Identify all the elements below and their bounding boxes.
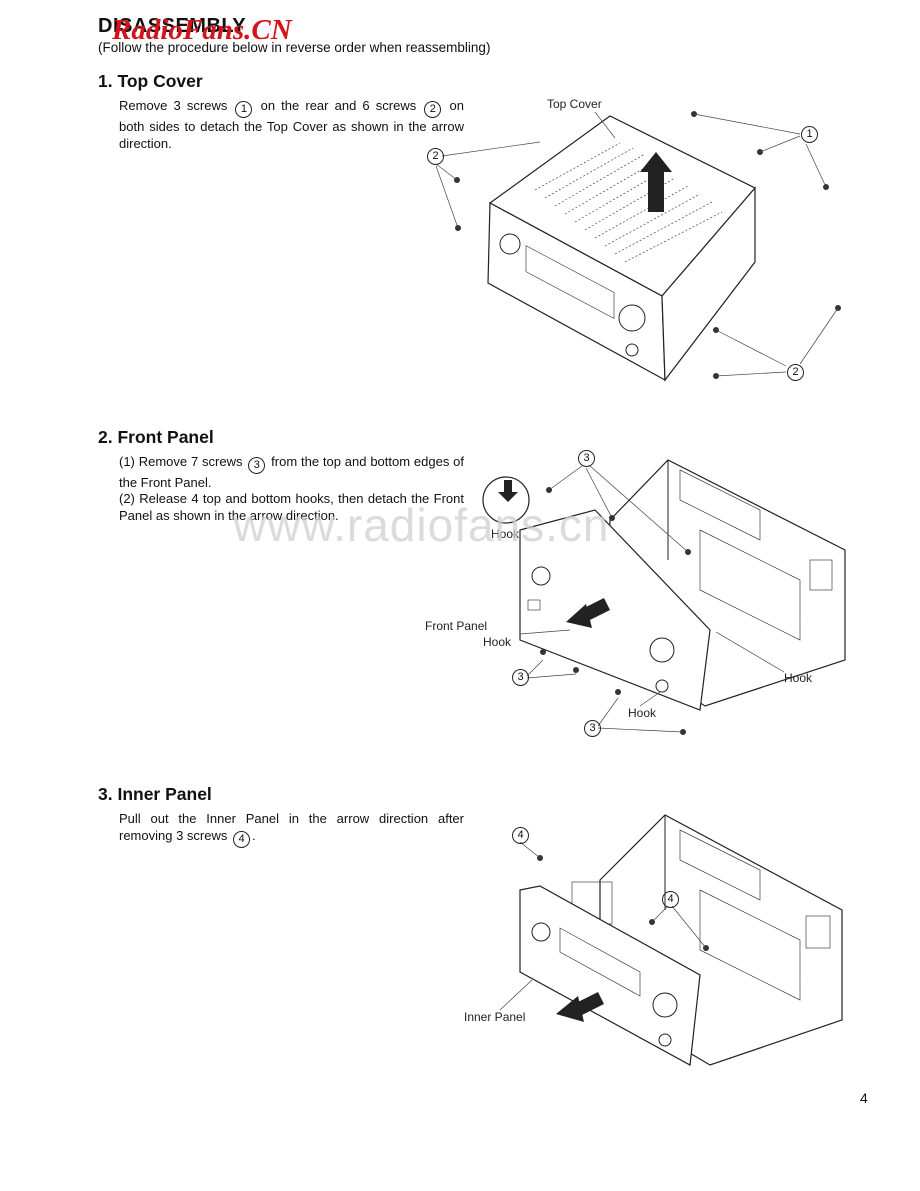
step-number: (2): [119, 491, 135, 506]
step-2-text: (2) Release 4 top and bottom hooks, then…: [119, 490, 464, 524]
callout-hook: Hook: [483, 635, 512, 649]
section-text-top-cover: Remove 3 screws 1 on the rear and 6 scre…: [119, 97, 464, 152]
text-fragment: Pull out the Inner Panel in the arrow di…: [119, 811, 464, 843]
page-number: 4: [860, 1090, 868, 1106]
text-fragment: on the rear and 6 screws: [260, 98, 417, 113]
page-title: DISASSEMBLY: [98, 15, 247, 37]
text-fragment: from the top and bottom edges of the Fro…: [119, 454, 464, 490]
arrow-down-icon: [498, 480, 518, 502]
page-subtitle: (Follow the procedure below in reverse o…: [98, 40, 491, 55]
step-1-text: (1) Remove 7 screws 3 from the top and b…: [119, 453, 464, 491]
callout-screw-4: 4: [662, 891, 679, 908]
text-fragment: Release 4 top and bottom hooks, then det…: [119, 491, 464, 523]
callout-screw-2: 2: [427, 148, 444, 165]
front-panel-diagram: [482, 459, 846, 735]
callout-screw-1: 1: [801, 126, 818, 143]
callout-hook: Hook: [628, 706, 657, 720]
arrow-up-icon: [648, 168, 664, 212]
screw-callout-3: 3: [248, 457, 266, 474]
callout-screw-2: 2: [787, 364, 804, 381]
callout-top-cover: Top Cover: [547, 97, 602, 111]
callout-hook: Hook: [784, 671, 813, 685]
callout-inner-panel: Inner Panel: [464, 1010, 526, 1024]
callout-front-panel: Front Panel: [425, 619, 488, 633]
top-vent-grille: [534, 142, 723, 263]
callout-screw-4: 4: [512, 827, 529, 844]
step-number: (1): [119, 454, 135, 469]
section-heading-top-cover: 1. Top Cover: [98, 71, 203, 91]
text-fragment: Remove 3 screws: [119, 98, 228, 113]
main-knob: [618, 304, 646, 332]
text-fragment: Remove 7 screws: [138, 454, 243, 469]
section-text-inner-panel: Pull out the Inner Panel in the arrow di…: [119, 810, 464, 848]
section-heading-inner-panel: 3. Inner Panel: [98, 784, 212, 804]
inner-panel-diagram: [499, 814, 843, 1066]
text-fragment: .: [252, 828, 256, 843]
section-heading-front-panel: 2. Front Panel: [98, 427, 214, 447]
radiofans-logo: RadioFans.CN: [112, 14, 292, 46]
callout-screw-3: 3: [512, 669, 529, 686]
watermark: www.radiofans.cn: [233, 499, 610, 551]
top-cover-diagram: [435, 111, 841, 382]
screw-callout-4: 4: [233, 831, 250, 848]
volume-knob: [499, 233, 521, 255]
callout-hook: Hook: [491, 527, 520, 541]
arrow-left-icon: [574, 992, 604, 1016]
callout-screw-3: 3: [584, 720, 601, 737]
text-fragment: on both sides to detach the Top Cover as…: [119, 98, 464, 151]
callout-screw-3: 3: [578, 450, 595, 467]
